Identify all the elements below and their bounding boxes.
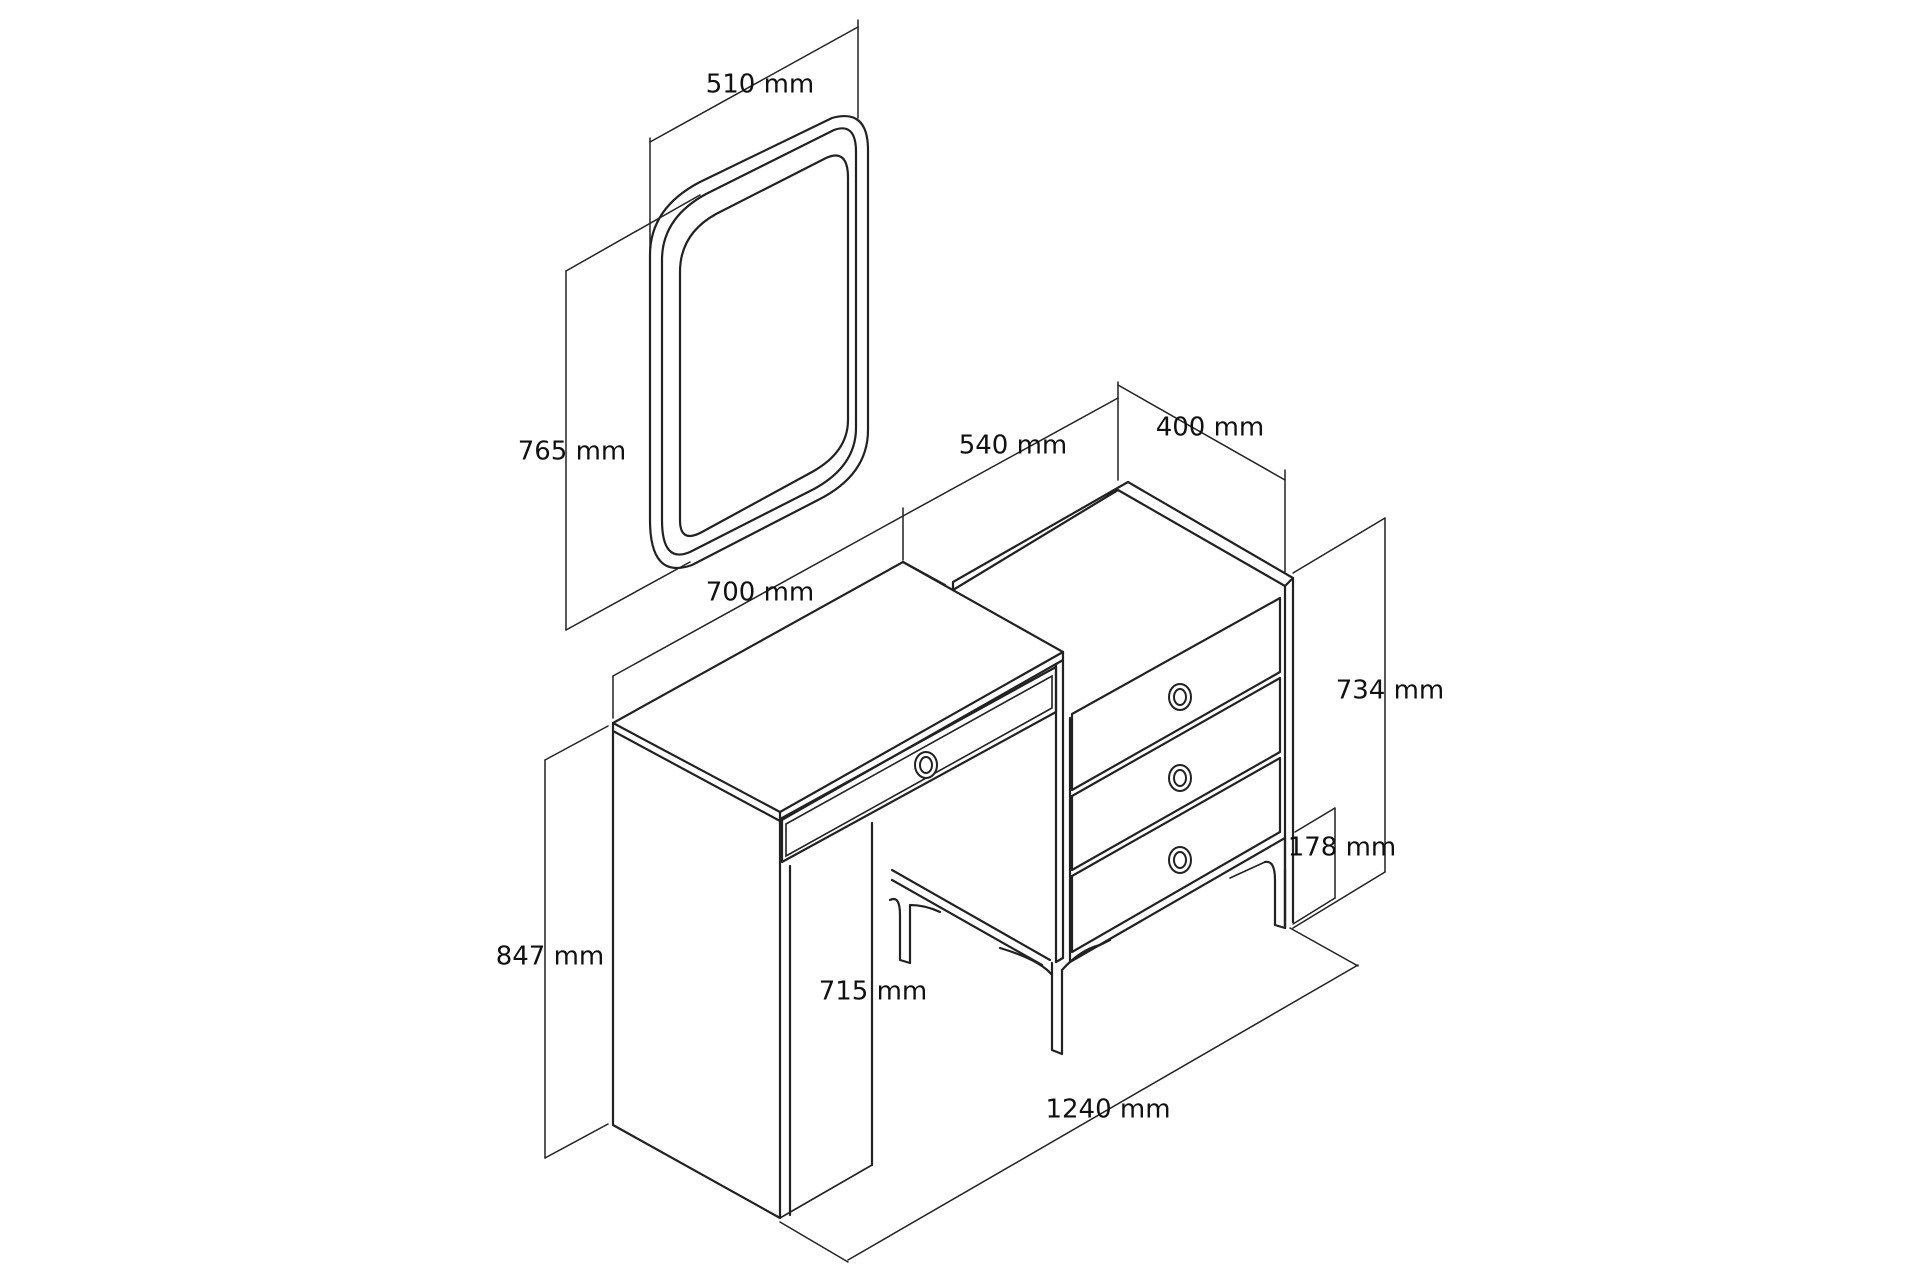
- desk-pedestal: [611, 729, 782, 1220]
- dim-label-chest-height: 734 mm: [1336, 676, 1445, 706]
- mirror-frame-inner-edge: [660, 127, 858, 556]
- dim-label-total-length: 1240 mm: [1045, 1095, 1170, 1125]
- desk-top-surface: [611, 560, 1065, 814]
- dim-label-cabinet-depth: 540 mm: [959, 431, 1068, 461]
- dim-label-mirror-width: 510 mm: [706, 70, 815, 100]
- mirror-glass: [678, 154, 850, 538]
- dimension-lines: [544, 19, 1386, 1263]
- chest-front-leg-inner: [998, 946, 1054, 977]
- chest-top-surface: [951, 480, 1295, 592]
- knob-icon: [1168, 846, 1192, 874]
- desk: [611, 560, 1065, 1220]
- dim-label-mirror-height: 765 mm: [518, 437, 627, 467]
- desk-back-leg: [888, 897, 942, 965]
- chest-front-leg: [1050, 938, 1112, 1056]
- dim-label-chest-width: 400 mm: [1156, 413, 1265, 443]
- knob-icon: [1168, 764, 1192, 792]
- dim-label-desk-width: 700 mm: [706, 578, 815, 608]
- chest-drawer-bottom: [1070, 756, 1282, 954]
- mirror: [648, 115, 870, 570]
- chest-back-leg: [1263, 860, 1287, 930]
- chest-drawer-top: [1070, 596, 1282, 792]
- desk-drawer-front: [785, 674, 1053, 858]
- chest-of-drawers: [951, 480, 1295, 1056]
- knob-icon: [914, 751, 938, 779]
- dim-label-knee-clearance: 715 mm: [819, 977, 928, 1007]
- knob-icon: [1168, 683, 1192, 711]
- dimension-labels: 510 mm 765 mm 700 mm 540 mm 400 mm 734 m…: [496, 70, 1445, 1125]
- dim-label-leg-height: 178 mm: [1288, 833, 1397, 863]
- mirror-outer-frame: [648, 115, 870, 570]
- chest-drawer-middle: [1070, 676, 1282, 872]
- dim-label-total-height: 847 mm: [496, 942, 605, 972]
